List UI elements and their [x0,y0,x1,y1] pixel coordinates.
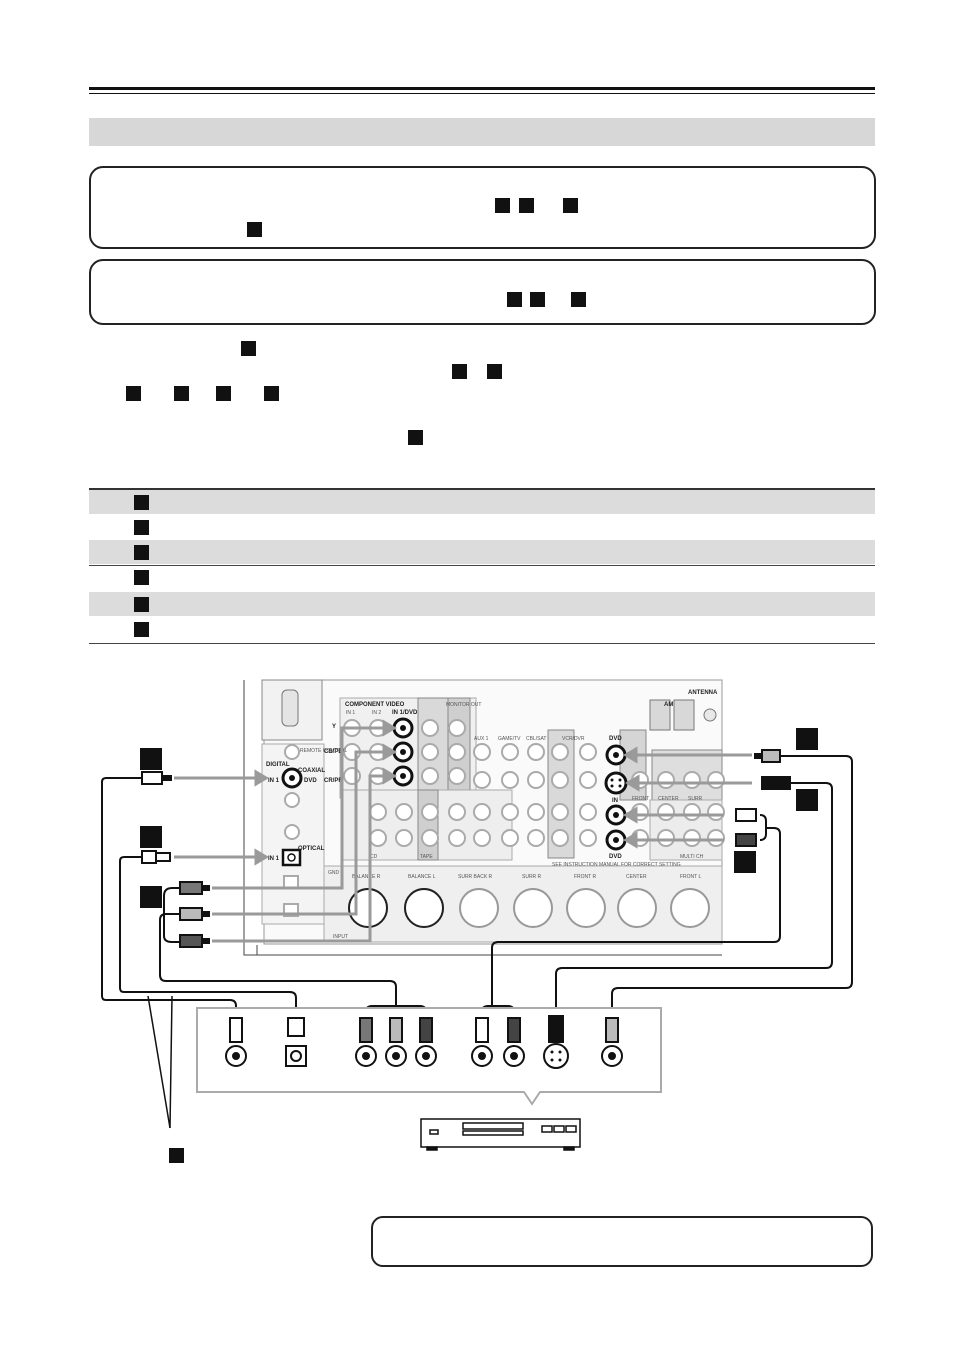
marker-square [487,364,502,379]
marker-square [134,597,149,612]
in2-label: IN 2 [372,710,381,716]
cd-label: CD [370,854,378,860]
note-box-2 [89,259,876,325]
marker-square [134,495,149,510]
dvd-label-bottom: DVD [609,854,622,860]
header-rule-thin [89,93,875,94]
balance-l-label: BALANCE L [408,874,436,880]
av-input-jacks [283,743,725,917]
xlr-balance-inputs [348,888,444,928]
surr-back-r-label: SURR BACK R [458,874,493,880]
marker-square [216,386,231,401]
table-row [89,592,875,616]
marker-square [134,520,149,535]
cb-label: CB/PB [324,749,343,755]
note-box-3 [371,1216,873,1267]
table-bottom-rule [89,643,875,644]
aux1-label: AUX 1 [474,736,489,742]
cbl-sat-label: CBL/SAT [526,736,546,742]
dvd-player-front [420,1118,581,1151]
monitor-out-label: MONITOR OUT [446,702,481,708]
game-tv-label: GAME/TV [498,736,521,742]
section-title-bar [89,118,875,146]
digital-input-jacks [281,767,303,867]
marker-square [126,386,141,401]
header-rule [89,87,875,90]
balance-r-label: BALANCE R [352,874,381,880]
cables [101,755,853,1018]
multi-ch-label: MULTI CH [680,854,704,860]
cable-plugs-left [141,771,210,948]
marker-square [134,622,149,637]
marker-square [495,198,510,213]
table-divider [89,565,875,566]
center-xlr-label: CENTER [626,874,647,880]
marker-square [519,198,534,213]
y-label: Y [332,724,336,730]
table-row [89,490,875,514]
dvd-player-panel [196,1007,662,1106]
in1-label: IN 1 [346,710,355,716]
marker-square [563,198,578,213]
am-label: AM [664,702,673,708]
note-box-1 [89,166,876,249]
cable-plugs-right [735,749,791,847]
front-r-label: FRONT R [574,874,597,880]
tape-label: TAPE [420,854,433,860]
in1-dvd-label: IN 1/DVD [392,710,418,716]
table-top-rule [89,488,875,490]
marker-square [247,222,262,237]
dvd-label-coax: DVD [304,778,317,784]
optical-label: OPTICAL [298,846,325,852]
marker-square [530,292,545,307]
panel-labels: COMPONENT VIDEO IN 1/DVD IN 1 IN 2 MONIT… [266,690,718,940]
coaxial-label: COAXIAL [298,768,325,774]
cr-label: CR/PR [324,778,343,784]
marker-square [452,364,467,379]
marker-square [408,430,423,445]
marker-square [507,292,522,307]
gnd-label: GND [328,870,340,876]
surr-label: SURR [688,796,703,802]
signal-arrows [174,719,752,943]
surr-r-label: SURR R [522,874,542,880]
in-label: IN [612,798,618,804]
in1-coax-label: IN 1 [268,778,280,784]
marker-square [241,341,256,356]
center-label: CENTER [658,796,679,802]
see-manual-label: SEE INSTRUCTION MANUAL FOR CORRECT SETTI… [552,862,681,868]
table-row [89,540,875,564]
callout-lines [147,995,173,1129]
dvd-label-top: DVD [609,736,622,742]
front-l-label: FRONT L [680,874,702,880]
marker-square [571,292,586,307]
component-video-label: COMPONENT VIDEO [345,702,405,708]
remote-control-label: REMOTE CONTROL [300,748,347,754]
input-label: INPUT [333,934,348,940]
marker-square [134,545,149,560]
marker-square [174,386,189,401]
marker-square [264,386,279,401]
in1-optical-label: IN 1 [268,856,280,862]
digital-label: DIGITAL [266,762,290,768]
antenna-label: ANTENNA [688,690,718,696]
front-label: FRONT [632,796,649,802]
marker-square [134,570,149,585]
vcr-dvr-label: VCR/DVR [562,736,585,742]
diagram-markers [140,728,818,1163]
